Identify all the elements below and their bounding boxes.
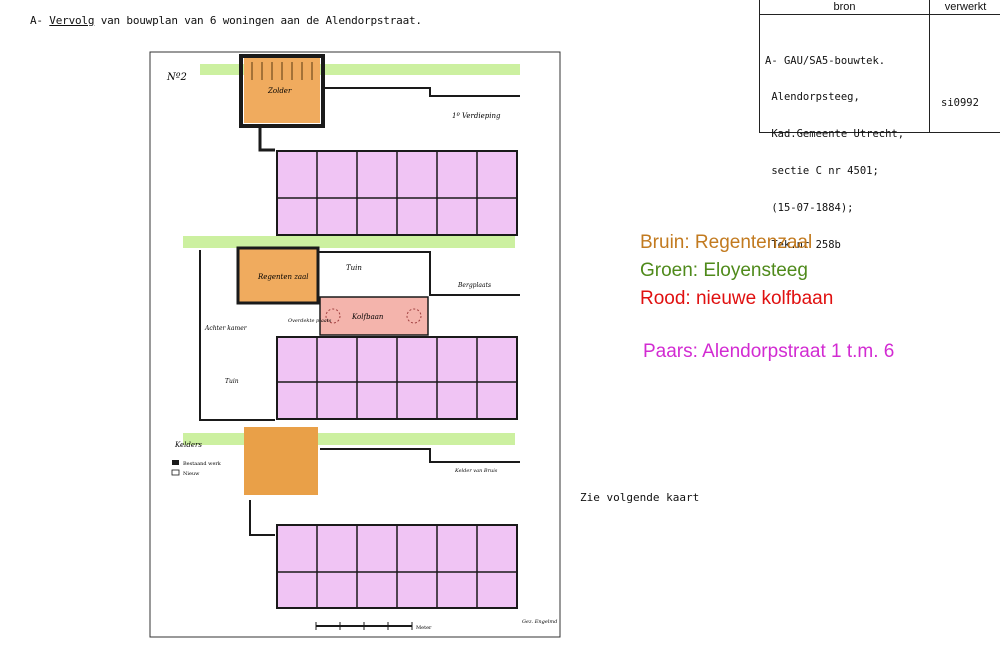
label-achterkamer: Achter kamer [204,325,248,332]
green-strip-top [200,64,520,75]
scale-label: Meter [416,625,432,631]
plan-cellar: Kelders Bestaand werk Nieuw Kelder van B… [171,427,557,631]
source-divider [929,14,930,132]
see-next-map-note: Zie volgende kaart [580,491,700,504]
title-prefix: A- [30,14,43,27]
zolder-hatching [251,62,313,80]
source-lines: A- GAU/SA5-bouwtek. Alendorpsteeg, Kad.G… [765,30,904,276]
source-line: A- GAU/SA5-bouwtek. [765,54,886,67]
label-verdieping: 1º Verdieping [452,112,501,120]
kelder-brown-room [244,427,318,495]
legend-bestaand: Bestaand werk [183,461,222,467]
source-line: Kad.Gemeente Utrecht, [765,128,905,141]
legend-groen-text: Groen: Eloyensteeg [640,260,808,281]
regentenzaal-room [238,248,318,303]
plan-sheet-border [149,51,561,638]
source-line: Alendorpsteeg, [765,91,860,104]
sheet-number: Nº2 [166,72,187,83]
legend-rood: Rood: nieuwe kolfbaan [640,288,833,310]
plan-ground-floor: Regenten zaal Tuin Bergplaats Kolfbaan O… [183,236,520,421]
title-underlined: Vervolg [49,14,95,27]
verwerkt-code: si0992 [941,97,979,109]
legend-paars: Paars: Alendorpstraat 1 t.m. 6 [643,341,894,363]
label-kelder-note: Kelder van Bruis [454,468,498,474]
source-col-verwerkt: verwerkt [929,0,1000,15]
label-bergplaats: Bergplaats [457,282,491,289]
legend-swatch-bestaand [172,460,179,465]
source-line: sectie C nr 4501; [765,165,879,178]
legend-bruin-text: Bruin: Regentenzaal [640,232,813,253]
green-strip-bottom [183,433,515,445]
legend-swatch-nieuw [171,469,180,476]
label-kolfbaan: Kolfbaan [351,313,384,321]
label-overdekte-plaats: Overdekte plaats [288,318,332,324]
label-kelders: Kelders [174,441,202,449]
plan-first-floor: Zolder Nº2 1º Verdieping [166,54,520,236]
label-tuin-lower: Tuin [225,378,239,385]
title-rest: van bouwplan van 6 woningen aan de Alend… [100,14,422,27]
legend-groen: Groen: Eloyensteeg [640,260,808,282]
kolfbaan-area [320,297,428,335]
source-table: bron verwerkt A- GAU/SA5-bouwtek. Alendo… [759,0,1000,251]
legend-bruin: Bruin: Regentenzaal [640,232,812,254]
green-strip-middle [183,236,515,248]
sheet-title: A- Vervolg van bouwplan van 6 woningen a… [30,14,422,27]
legend-paars-text: Paars: Alendorpstraat 1 t.m. 6 [643,341,895,362]
label-zolder: Zolder [267,87,292,95]
legend-rood-text: Rood: nieuwe kolfbaan [640,288,834,309]
label-tuin: Tuin [346,264,362,272]
source-col-bron: bron [760,0,929,15]
signature: Gez. Engelmd [522,619,557,625]
source-line: (15-07-1884); [765,202,854,215]
source-line: Tek.nr 258b [765,239,841,252]
label-regentenzaal: Regenten zaal [257,273,309,281]
legend-nieuw: Nieuw [183,471,200,477]
